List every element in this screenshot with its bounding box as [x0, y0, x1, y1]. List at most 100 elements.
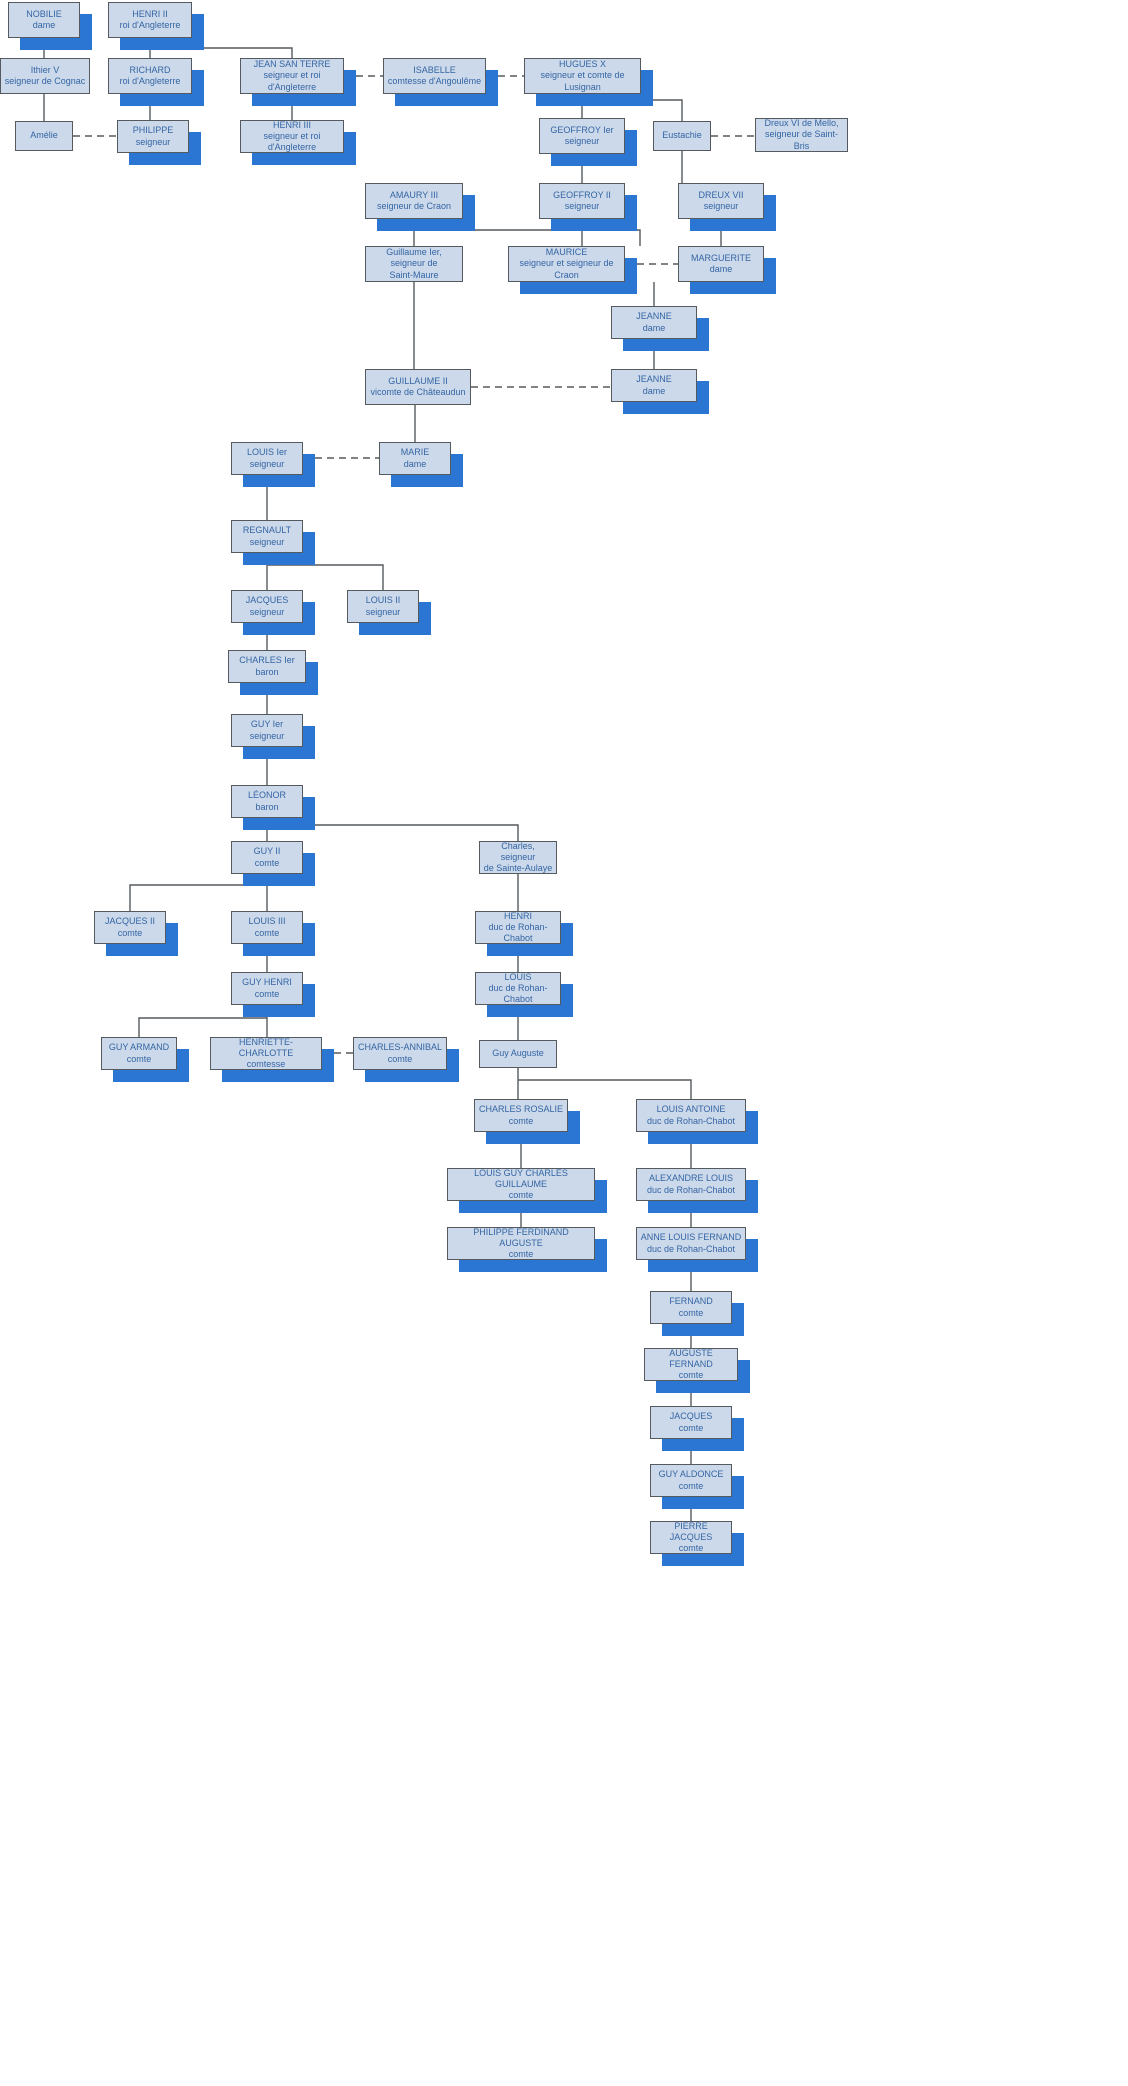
person-name: GEOFFROY II	[553, 189, 611, 200]
person-name: REGNAULT	[242, 525, 292, 536]
person-name: AMAURY III	[389, 189, 439, 200]
person-title: dame	[642, 385, 666, 396]
person-name: GUY Ier	[250, 719, 284, 730]
person-name: PHILIPPE FERDINAND AUGUSTE	[473, 1226, 569, 1248]
person-name: LÉONOR	[247, 790, 286, 801]
person-title: dame	[32, 20, 56, 30]
person-title: comte	[678, 1307, 704, 1318]
person-name: ALEXANDRE LOUIS	[648, 1173, 734, 1184]
person-node-eustachie[interactable]: Eustachie	[653, 121, 711, 151]
person-label: Dreux VI de Mello,seigneur de Saint-Bris	[756, 118, 847, 152]
person-name: RICHARD	[129, 64, 171, 75]
person-title: dame	[642, 322, 666, 333]
person-title: duc de Rohan-Chabot	[488, 921, 548, 944]
person-node-guyauguste[interactable]: Guy Auguste	[479, 1040, 557, 1068]
person-name: GUY II	[253, 846, 281, 857]
person-title: seigneur	[249, 536, 285, 547]
person-title: comte	[254, 857, 280, 868]
person-name: GEOFFROY Ier	[550, 124, 614, 135]
person-node-amelie[interactable]: Amélie	[15, 121, 73, 151]
person-name: ISABELLE	[413, 64, 456, 75]
person-name: JACQUES	[245, 595, 289, 606]
person-node-dreux6[interactable]: Dreux VI de Mello,seigneur de Saint-Bris	[755, 118, 848, 152]
person-title: comte	[508, 1190, 534, 1201]
person-name: Dreux VI de Mello,	[764, 118, 839, 129]
person-name: MAURICE	[545, 247, 588, 258]
person-name: Guy Auguste	[492, 1048, 544, 1059]
person-title: baron	[255, 666, 279, 677]
person-name: HENRI III	[272, 119, 311, 130]
person-title: comte	[678, 1480, 704, 1491]
person-title: seigneur	[249, 730, 285, 741]
person-title: comte	[678, 1422, 704, 1433]
person-title: comte	[508, 1249, 534, 1260]
descent-link	[518, 1079, 692, 1099]
person-title: de Sainte-Aulaye	[483, 863, 553, 874]
person-label: Guy Auguste	[489, 1048, 547, 1059]
